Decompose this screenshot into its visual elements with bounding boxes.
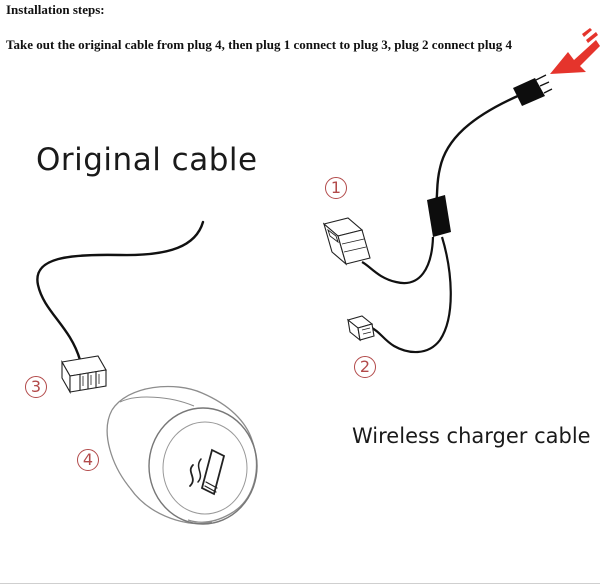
plug-2-number: 2	[354, 356, 376, 378]
wireless-charger-cable-label: Wireless charger cable	[352, 424, 591, 448]
wireless-cable-branch-2	[371, 236, 452, 354]
plug-1-connector	[322, 217, 371, 266]
plug-4-number: 4	[77, 449, 99, 471]
plug-3-number: 3	[25, 376, 47, 398]
original-cable-label: Original cable	[36, 142, 258, 178]
instruction-text: Take out the original cable from plug 4,…	[6, 37, 512, 52]
original-cable-wire	[36, 220, 205, 362]
wireless-cable-branch-1	[361, 236, 435, 285]
wireless-cable-main	[434, 93, 521, 204]
plug-3-connector	[61, 355, 107, 395]
arrow-icon	[550, 28, 600, 74]
cigarette-symbol-icon	[189, 448, 226, 496]
plug-1-number: 1	[325, 177, 347, 199]
end-connector	[513, 78, 545, 106]
end-connector-tip	[535, 74, 553, 94]
plug-2-connector	[346, 315, 375, 342]
plug-4-socket	[106, 385, 258, 525]
cable-junction-block	[427, 195, 451, 237]
page-title: Installation steps:	[6, 2, 105, 17]
bottom-divider	[0, 583, 600, 584]
